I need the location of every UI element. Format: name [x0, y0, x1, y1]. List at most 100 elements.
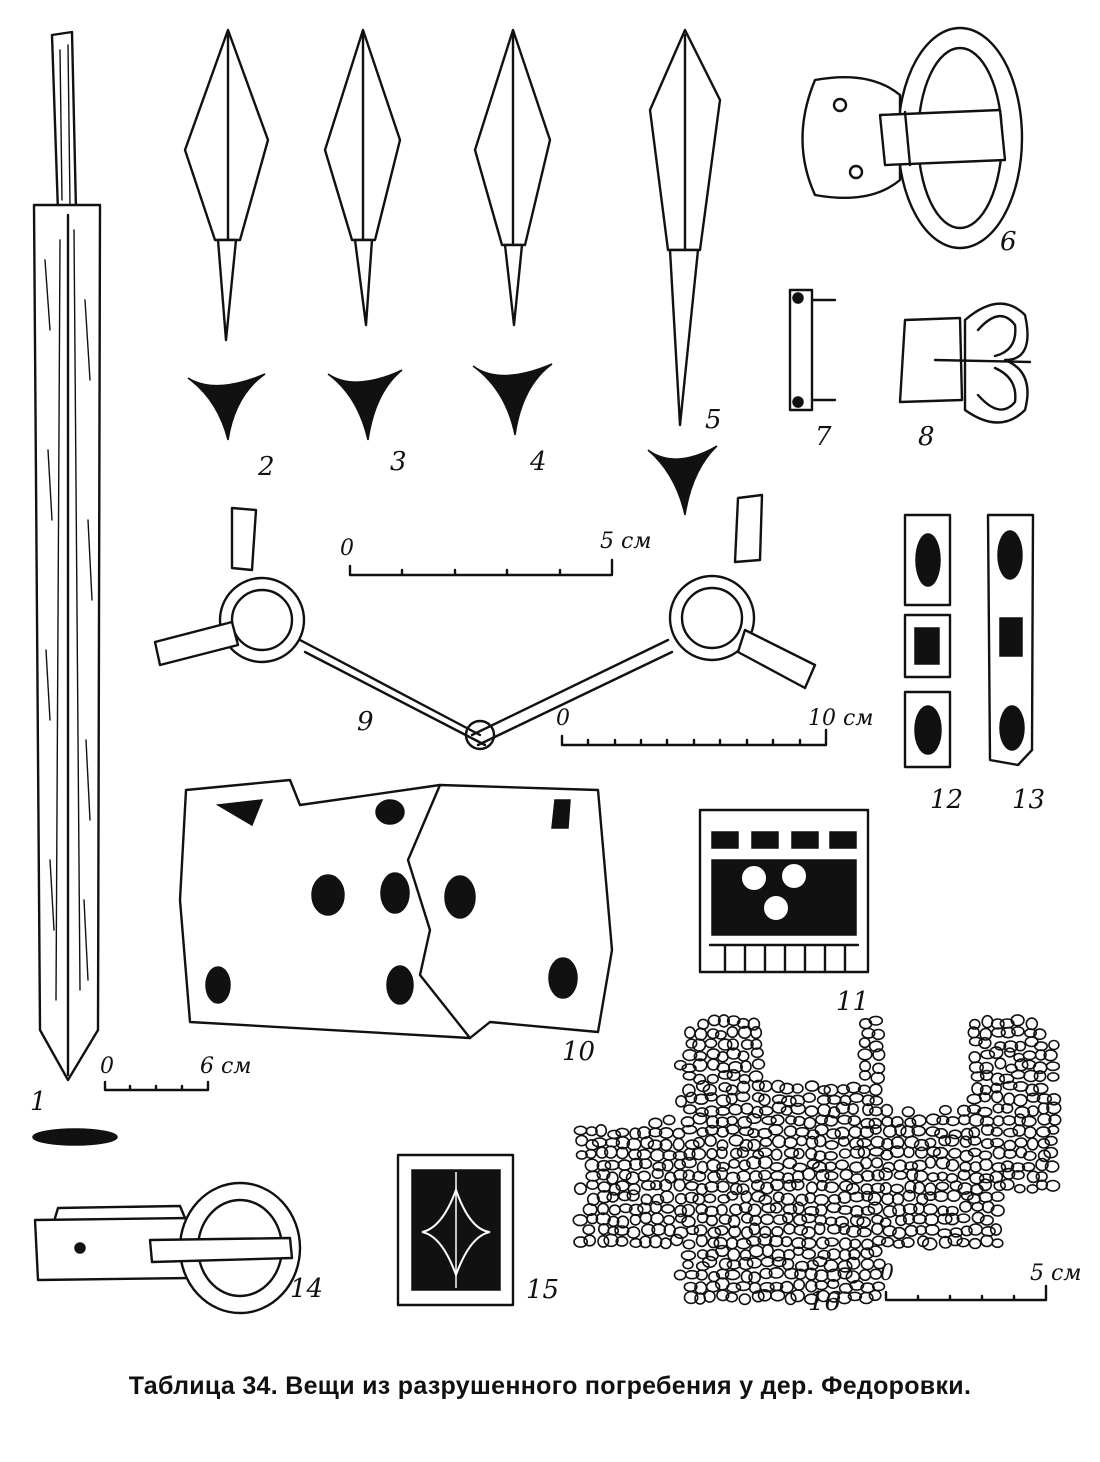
mail-ring: [990, 1191, 1005, 1202]
figure-number-11: 11: [836, 987, 869, 1017]
mail-ring: [782, 1211, 794, 1224]
mail-ring: [692, 1170, 707, 1182]
mail-ring: [914, 1146, 929, 1159]
mail-ring: [1022, 1050, 1037, 1061]
mail-ring: [739, 1139, 754, 1152]
mail-ring: [869, 1124, 882, 1135]
mail-ring: [971, 1201, 984, 1212]
mail-ring: [629, 1237, 643, 1249]
mail-ring: [978, 1191, 994, 1203]
mail-ring: [849, 1279, 865, 1291]
mail-ring: [714, 1225, 729, 1236]
mail-ring: [747, 1128, 760, 1139]
mail-ring: [772, 1214, 788, 1226]
mail-ring: [586, 1212, 599, 1225]
mail-ring: [926, 1172, 940, 1183]
mail-ring: [868, 1117, 883, 1129]
figure-number-16: 16: [808, 1287, 841, 1317]
scale-bar-arrowheads: [348, 558, 614, 577]
mail-ring: [870, 1071, 886, 1085]
mail-ring: [968, 1018, 981, 1030]
mail-ring: [801, 1237, 817, 1250]
sword-drawing: [32, 30, 118, 1146]
arrowhead-4: [472, 28, 553, 436]
mail-ring: [761, 1202, 777, 1214]
mail-ring: [1043, 1146, 1059, 1159]
mail-ring: [750, 1190, 766, 1203]
mail-ring: [705, 1280, 721, 1293]
mail-ring: [1048, 1039, 1060, 1051]
mail-ring: [904, 1224, 919, 1237]
mail-ring: [693, 1073, 707, 1085]
mail-ring: [728, 1158, 740, 1169]
mail-ring: [1013, 1183, 1026, 1194]
mail-ring: [782, 1157, 798, 1170]
fittings-13: [986, 513, 1035, 767]
mail-ring: [659, 1237, 672, 1250]
mail-ring: [784, 1292, 797, 1306]
mail-ring: [824, 1170, 839, 1181]
mail-ring: [629, 1157, 643, 1171]
mail-ring: [669, 1233, 684, 1247]
plaque-15: [396, 1153, 515, 1307]
mail-ring: [994, 1041, 1007, 1051]
mail-ring: [680, 1250, 697, 1261]
mail-ring: [968, 1126, 981, 1139]
mail-ring: [783, 1223, 796, 1235]
mail-ring: [714, 1030, 727, 1040]
mail-ring: [968, 1237, 982, 1250]
chain-mail-16: [572, 1014, 1062, 1306]
mail-ring: [673, 1178, 686, 1192]
mail-ring: [636, 1148, 652, 1161]
mail-ring: [817, 1085, 831, 1095]
mail-ring: [1002, 1115, 1016, 1126]
mail-ring: [923, 1191, 937, 1202]
mail-ring: [815, 1236, 830, 1250]
mail-ring: [936, 1213, 953, 1225]
mail-ring: [990, 1082, 1003, 1094]
mail-ring: [707, 1226, 722, 1239]
mail-ring: [615, 1127, 630, 1138]
figure-number-1: 1: [30, 1087, 47, 1117]
mail-ring: [837, 1259, 853, 1273]
mail-ring: [838, 1180, 854, 1192]
mail-ring: [706, 1148, 718, 1160]
mail-ring: [706, 1073, 719, 1084]
mail-ring: [858, 1268, 872, 1282]
mail-ring: [595, 1212, 611, 1226]
mail-ring: [1002, 1127, 1019, 1138]
figure-number-7: 7: [815, 422, 832, 452]
mail-ring: [582, 1203, 598, 1217]
mail-ring: [717, 1038, 733, 1051]
mail-ring: [629, 1213, 642, 1226]
mail-ring: [747, 1017, 761, 1031]
mail-ring: [835, 1101, 850, 1115]
mail-ring: [727, 1061, 743, 1074]
mail-ring: [1048, 1114, 1062, 1126]
mail-ring: [880, 1236, 895, 1248]
mail-ring: [1012, 1124, 1027, 1137]
mail-ring: [813, 1194, 830, 1206]
mail-ring: [783, 1147, 800, 1159]
mail-ring: [860, 1170, 875, 1182]
mail-ring: [1037, 1112, 1052, 1126]
mail-ring: [881, 1137, 894, 1150]
mail-ring: [837, 1291, 852, 1305]
mail-ring: [823, 1181, 840, 1194]
mail-ring: [685, 1225, 700, 1236]
mail-ring: [871, 1235, 887, 1246]
mail-ring: [1025, 1017, 1039, 1031]
mail-ring: [992, 1115, 1005, 1127]
mail-ring: [960, 1225, 973, 1237]
arrowhead-5: [647, 28, 722, 516]
mail-ring: [759, 1281, 775, 1293]
mail-ring: [751, 1290, 765, 1303]
mail-ring: [707, 1236, 720, 1249]
mail-ring: [1021, 1162, 1036, 1172]
mail-ring: [726, 1259, 742, 1270]
mail-ring: [849, 1214, 865, 1227]
mail-ring: [911, 1125, 927, 1137]
mail-ring: [990, 1090, 1004, 1104]
mail-ring: [861, 1094, 875, 1107]
mail-ring: [713, 1236, 728, 1250]
